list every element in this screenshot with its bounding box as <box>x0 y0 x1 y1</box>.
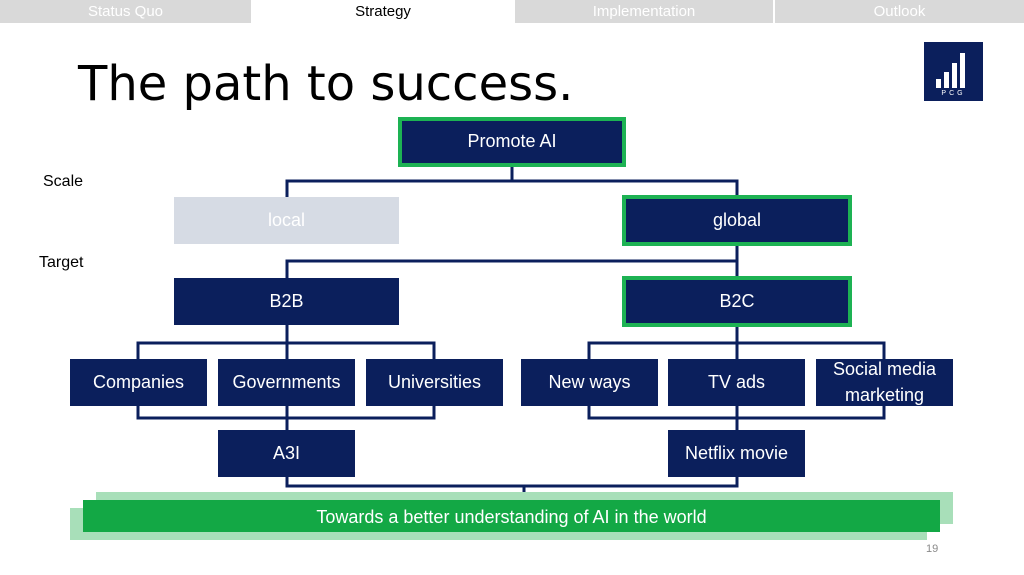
bar-chart-icon <box>936 53 965 88</box>
target-label: Target <box>39 254 84 271</box>
node-governments: Governments <box>218 359 355 406</box>
node-b2b: B2B <box>174 278 399 325</box>
node-tv-ads: TV ads <box>668 359 805 406</box>
node-global: global <box>622 195 852 246</box>
banner: Towards a better understanding of AI in … <box>83 500 940 532</box>
tab-strategy[interactable]: Strategy <box>253 0 513 23</box>
node-promote-ai: Promote AI <box>398 117 626 167</box>
node-b2c: B2C <box>622 276 852 327</box>
page-title: The path to success. <box>78 56 574 112</box>
node-netflix-movie: Netflix movie <box>668 430 805 477</box>
logo-text: PCG <box>941 90 966 97</box>
tab-implementation[interactable]: Implementation <box>515 0 773 23</box>
node-new-ways: New ways <box>521 359 658 406</box>
node-a3i: A3I <box>218 430 355 477</box>
node-universities: Universities <box>366 359 503 406</box>
page-number: 19 <box>926 543 939 555</box>
node-companies: Companies <box>70 359 207 406</box>
scale-label: Scale <box>43 173 84 190</box>
node-social-media: Social media marketing <box>816 359 953 406</box>
tab-status-quo[interactable]: Status Quo <box>0 0 251 23</box>
node-local: local <box>174 197 399 244</box>
tab-outlook[interactable]: Outlook <box>775 0 1024 23</box>
logo: PCG <box>924 42 983 101</box>
